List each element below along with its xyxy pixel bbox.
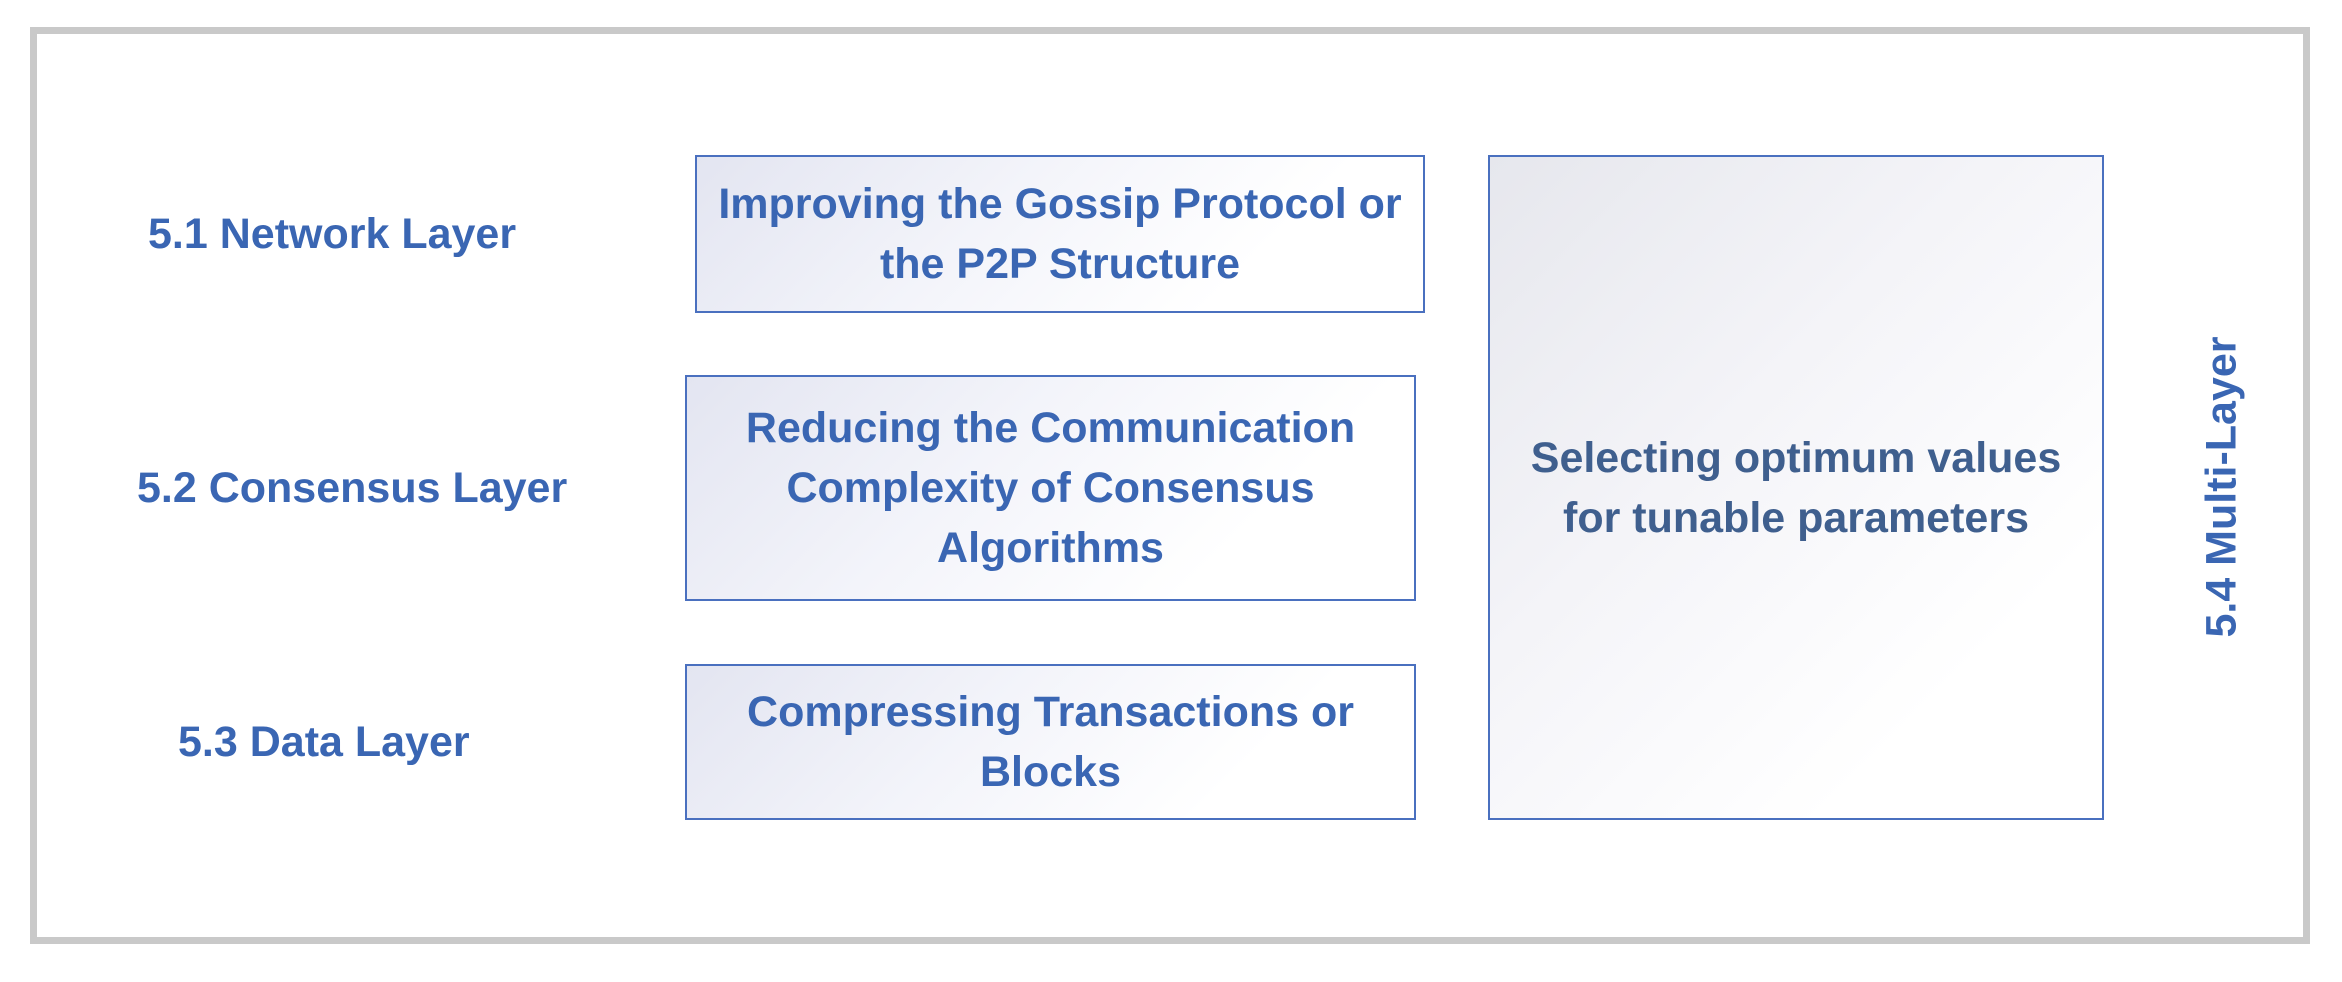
tunable-parameters-box: Selecting optimum values for tunable par… [1488,155,2104,820]
compressing-transactions-box: Compressing Transactions or Blocks [685,664,1416,820]
compressing-transactions-text: Compressing Transactions or Blocks [747,688,1354,796]
communication-complexity-box: Reducing the Communication Complexity of… [685,375,1416,601]
multi-layer-label: 5.4 Multi-Layer [2197,336,2246,638]
gossip-protocol-box: Improving the Gossip Protocol or the P2P… [695,155,1425,313]
network-layer-label: 5.1 Network Layer [148,210,517,258]
consensus-layer-label: 5.2 Consensus Layer [137,464,568,512]
data-layer-label: 5.3 Data Layer [178,718,470,766]
communication-complexity-text: Reducing the Communication Complexity of… [745,404,1356,572]
gossip-protocol-text: Improving the Gossip Protocol or the P2P… [718,180,1402,288]
tunable-parameters-text: Selecting optimum values for tunable par… [1530,433,2062,542]
